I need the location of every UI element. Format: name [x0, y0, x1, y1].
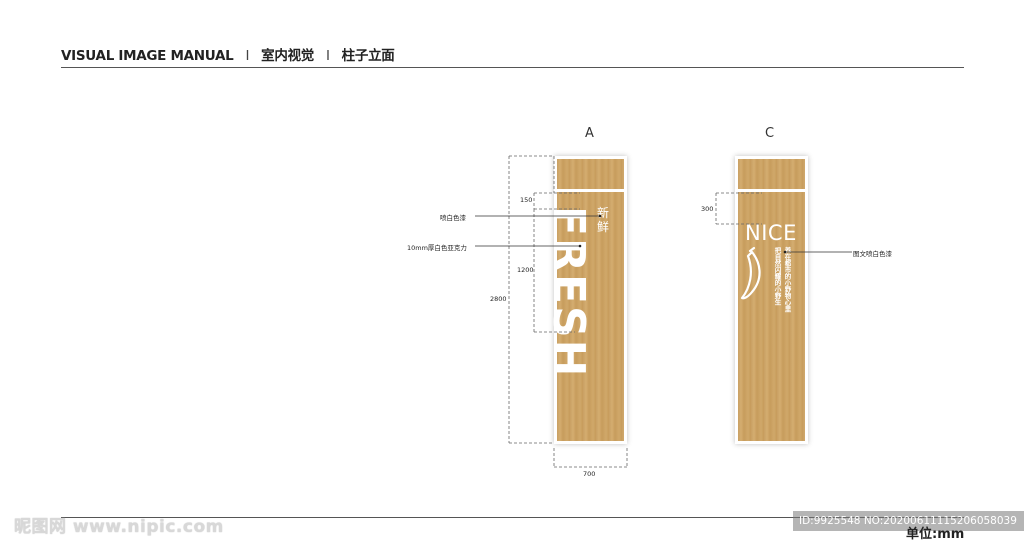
dim-700-label: 700: [583, 470, 596, 478]
header-title: VISUAL IMAGE MANUAL I 室内视觉 I 柱子立面: [61, 44, 395, 64]
footer-divider: [61, 517, 964, 518]
manual-title: VISUAL IMAGE MANUAL: [61, 48, 234, 64]
pillar-c-label: C: [765, 126, 775, 141]
leader-dot: [598, 214, 602, 218]
slogan-line-1: 把自然闪耀的小野生: [773, 247, 781, 306]
note-acrylic: 10mm厚白色亚克力: [407, 244, 467, 252]
header-separator: I: [325, 48, 330, 64]
header-separator: I: [245, 48, 250, 64]
unit-label: 单位:mm: [906, 527, 965, 542]
pillar-a: [554, 156, 627, 444]
slogan-line-2: 养在都市的小野物心里: [783, 247, 791, 312]
section-title: 室内视觉: [261, 48, 314, 64]
banana-icon: [740, 246, 761, 300]
pillar-c-slogan: 把自然闪耀的小野生: [772, 247, 781, 306]
pillar-c-word: NICE: [745, 221, 797, 245]
header-divider: [61, 67, 964, 68]
pillar-a-label: A: [585, 126, 594, 141]
leader-dot: [783, 250, 787, 254]
watermark-logo: 昵图网 www.nipic.com: [14, 517, 224, 537]
note-paint-white: 喷白色漆: [440, 214, 466, 222]
dim-300-label: 300: [701, 205, 714, 213]
watermark-id: ID:9925548 NO:20200611115206058039: [793, 511, 1024, 531]
pillar-c-slogan-2: 养在都市的小野物心里: [782, 247, 791, 312]
dim-150-label: 150: [520, 196, 533, 204]
note-graphic-paint: 图文喷白色漆: [853, 250, 892, 258]
pillar-a-cap-line: [557, 189, 624, 192]
dim-2800-label: 2800: [490, 295, 507, 303]
pillar-c-cap-line: [738, 189, 805, 192]
page-title: 柱子立面: [341, 48, 395, 64]
leader-dot: [578, 244, 582, 248]
dim-1200-label: 1200: [517, 266, 534, 274]
pillar-c: [735, 156, 808, 444]
